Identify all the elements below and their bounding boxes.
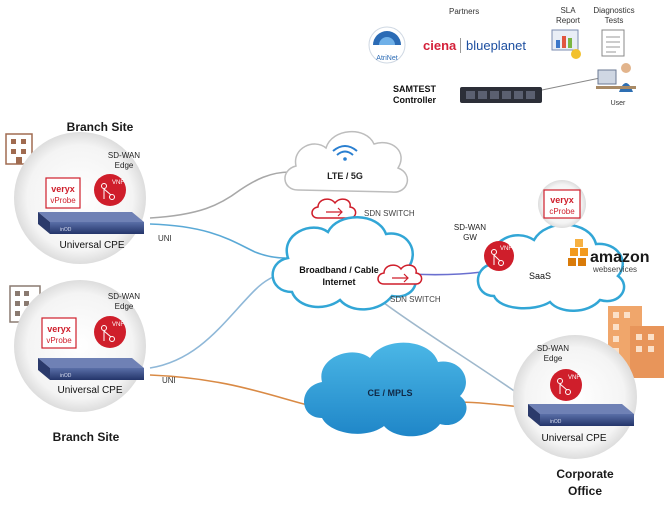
- veryx-cprobe-badge: veryx cProbe: [538, 180, 586, 228]
- ciena-logo: ciena: [423, 38, 457, 53]
- branch-site-title: Branch Site: [67, 120, 134, 134]
- broadband-label-1: Broadband / Cable: [299, 265, 379, 275]
- sdwan-gw-label-1: SD-WAN: [454, 223, 486, 232]
- vnf-icon: VNF: [94, 316, 126, 348]
- ce-mpls-cloud: CE / MPLS: [304, 342, 467, 437]
- server-icon: [460, 87, 542, 103]
- universal-cpe-device: inOD: [38, 212, 144, 234]
- sla-report-label-1: SLA: [560, 6, 576, 15]
- corporate-office: SD-WAN Edge VNF inOD Universal CPE Corpo…: [513, 306, 664, 498]
- veryx-vprobe-badge: veryx vProbe: [41, 317, 77, 349]
- building-icon: [5, 133, 33, 165]
- sdwan-gw-label-2: GW: [463, 233, 477, 242]
- universal-cpe-label: Universal CPE: [541, 433, 606, 444]
- vnf-icon: VNF: [484, 241, 514, 271]
- mpls-label: CE / MPLS: [367, 388, 412, 398]
- universal-cpe-device: inOD: [528, 404, 634, 426]
- uni-label: UNI: [158, 234, 172, 243]
- cpe-brand-label: inOD: [550, 419, 562, 425]
- uni-label: UNI: [162, 376, 176, 385]
- vprobe-label: vProbe: [50, 196, 76, 205]
- vprobe-label: vProbe: [46, 336, 72, 345]
- blueplanet-logo: blueplanet: [466, 38, 526, 53]
- branch1-lte-link: [149, 171, 291, 219]
- aws-logo: amazon webservices: [568, 239, 650, 274]
- cprobe-label: cProbe: [549, 207, 575, 216]
- top-partners-area: Partners AtriNet ciena blueplanet SLA Re…: [368, 6, 636, 107]
- vnf-label: VNF: [568, 375, 580, 381]
- sdn-switch-icon: [377, 264, 423, 285]
- branch-site-2: SD-WAN Edge veryx vProbe VNF inOD Univer…: [9, 280, 176, 444]
- partners-label: Partners: [449, 7, 479, 16]
- veryx-label: veryx: [47, 324, 71, 334]
- sla-report-label-2: Report: [556, 16, 581, 25]
- diagnostics-label-2: Tests: [605, 16, 624, 25]
- atrinet-logo-text: AtriNet: [376, 55, 397, 62]
- vnf-icon: VNF: [550, 369, 582, 401]
- broadband-label-2: Internet: [322, 277, 355, 287]
- diagnostics-icon: [601, 29, 625, 57]
- controller-user-link: [541, 77, 601, 91]
- controller-label-1: SAMTEST: [393, 84, 437, 94]
- sla-report-icon: [551, 29, 581, 59]
- cpe-brand-label: inOD: [60, 227, 72, 233]
- webservices-wordmark: webservices: [592, 265, 637, 274]
- controller-label-2: Controller: [393, 95, 436, 105]
- lte-label: LTE / 5G: [327, 171, 363, 181]
- veryx-label: veryx: [550, 195, 574, 205]
- vnf-label: VNF: [500, 246, 512, 252]
- atrinet-logo: AtriNet: [368, 26, 406, 64]
- vnf-label: VNF: [112, 180, 124, 186]
- user-label: User: [611, 100, 626, 107]
- branch1-broadband-link: [149, 223, 286, 259]
- diagnostics-label-1: Diagnostics: [593, 6, 634, 15]
- veryx-label: veryx: [51, 184, 75, 194]
- branch2-broadband-link: [149, 272, 286, 369]
- branch-site-1: Branch Site SD-WAN Edge veryx vProbe VNF…: [5, 120, 172, 264]
- cpe-brand-label: inOD: [60, 373, 72, 379]
- sdwan-edge-label-2: Edge: [115, 302, 134, 311]
- sdn-switch-icon: [311, 198, 357, 219]
- sdwan-edge-label-2: Edge: [115, 161, 134, 170]
- corporate-building-icon: [608, 306, 664, 378]
- universal-cpe-device: inOD: [38, 358, 144, 380]
- sdn-switch-label: SDN SWITCH: [390, 295, 441, 304]
- branch-site-title: Branch Site: [53, 430, 120, 444]
- sdwan-edge-label-1: SD-WAN: [537, 344, 569, 353]
- universal-cpe-label: Universal CPE: [59, 240, 124, 251]
- vnf-icon: VNF: [94, 174, 126, 206]
- saas-label: SaaS: [529, 271, 551, 281]
- lte-5g-cloud: LTE / 5G: [284, 130, 409, 193]
- sdwan-edge-label-2: Edge: [544, 354, 563, 363]
- veryx-vprobe-badge: veryx vProbe: [45, 177, 81, 209]
- corporate-title-2: Office: [568, 484, 602, 498]
- sdn-switch-label: SDN SWITCH: [364, 209, 415, 218]
- vnf-label: VNF: [112, 322, 124, 328]
- sdwan-edge-label-1: SD-WAN: [108, 151, 140, 160]
- corporate-title-1: Corporate: [556, 467, 614, 481]
- broadband-corporate-link: [379, 299, 521, 396]
- universal-cpe-label: Universal CPE: [57, 385, 122, 396]
- amazon-wordmark: amazon: [590, 249, 650, 266]
- logo-divider: [460, 38, 461, 53]
- broadband-internet-cloud: Broadband / Cable Internet: [271, 216, 418, 311]
- sdwan-edge-label-1: SD-WAN: [108, 292, 140, 301]
- wifi-icon: [332, 145, 358, 161]
- user-icon: [596, 63, 636, 92]
